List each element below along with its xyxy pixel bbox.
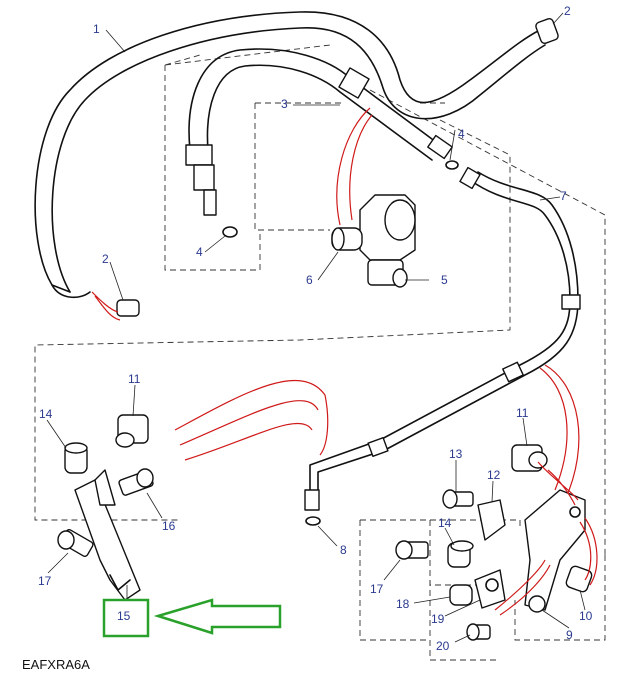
part-11-clip-left	[115, 414, 149, 448]
callout-16: 16	[162, 519, 176, 533]
diagram-reference-code: EAFXRA6A	[22, 657, 90, 672]
part-18-grommet	[449, 584, 473, 606]
callout-18: 18	[396, 597, 410, 611]
callout-4-upper: 4	[458, 127, 465, 141]
part-4-o-ring-upper	[445, 160, 459, 170]
boundary-lower-bracket-group	[359, 519, 606, 661]
part-17-bolt-left	[57, 528, 94, 558]
part-8-o-ring	[305, 516, 321, 526]
callout-5: 5	[441, 273, 448, 287]
callout-1: 1	[93, 22, 100, 36]
callout-2-left: 2	[102, 252, 109, 266]
part-13-bolt	[442, 489, 474, 509]
part-2-hose-clip-left	[91, 291, 140, 321]
callout-11-left: 11	[128, 372, 141, 386]
part-12-plate	[477, 499, 506, 541]
part-14-grommet-left	[64, 442, 88, 474]
boundary-right-pipe-group	[34, 89, 606, 555]
callout-17-right: 17	[370, 582, 384, 596]
part-14-grommet-right	[447, 540, 474, 568]
callout-13: 13	[449, 447, 463, 461]
part-4-o-ring-left	[222, 226, 238, 238]
callout-3: 3	[281, 97, 288, 111]
boundary-valve-group	[254, 102, 445, 231]
callout-20: 20	[436, 639, 450, 653]
callout-14-left: 14	[39, 407, 53, 421]
callout-10: 10	[579, 609, 593, 623]
part-11-clip-right	[511, 444, 548, 472]
part-20-bolt	[466, 623, 491, 641]
boundary-upper-hose-group	[164, 44, 331, 271]
callout-7: 7	[560, 189, 567, 203]
callout-15: 15	[117, 609, 131, 623]
callout-2-top: 2	[564, 4, 571, 18]
part-inner-hose	[185, 48, 453, 216]
connection-lines-left	[174, 379, 329, 461]
part-7-pressure-pipe	[304, 166, 581, 511]
part-10-nut-right	[565, 565, 593, 593]
part-17-bolt-right	[395, 540, 429, 560]
leader-lines	[46, 12, 586, 643]
callout-8: 8	[340, 543, 347, 557]
callout-4-left: 4	[196, 245, 203, 259]
part-1-upper-hose	[34, 11, 546, 299]
part-2-hose-clip-top	[535, 18, 559, 44]
highlight-arrow-icon	[153, 598, 282, 635]
part-9-bracket-right	[524, 489, 586, 613]
part-19-clamp	[474, 569, 506, 609]
part-5-6-valve-assembly	[331, 107, 416, 288]
callout-17-left: 17	[38, 574, 52, 588]
callout-12: 12	[487, 468, 501, 482]
callout-9: 9	[566, 628, 573, 642]
callout-14-right: 14	[438, 516, 452, 530]
part-16-bolt-left	[118, 468, 154, 496]
connection-lines-right	[494, 461, 598, 616]
callout-11-right: 11	[516, 406, 529, 420]
callout-6: 6	[306, 273, 313, 287]
callout-19: 19	[431, 612, 445, 626]
highlight-box-15	[102, 598, 150, 638]
